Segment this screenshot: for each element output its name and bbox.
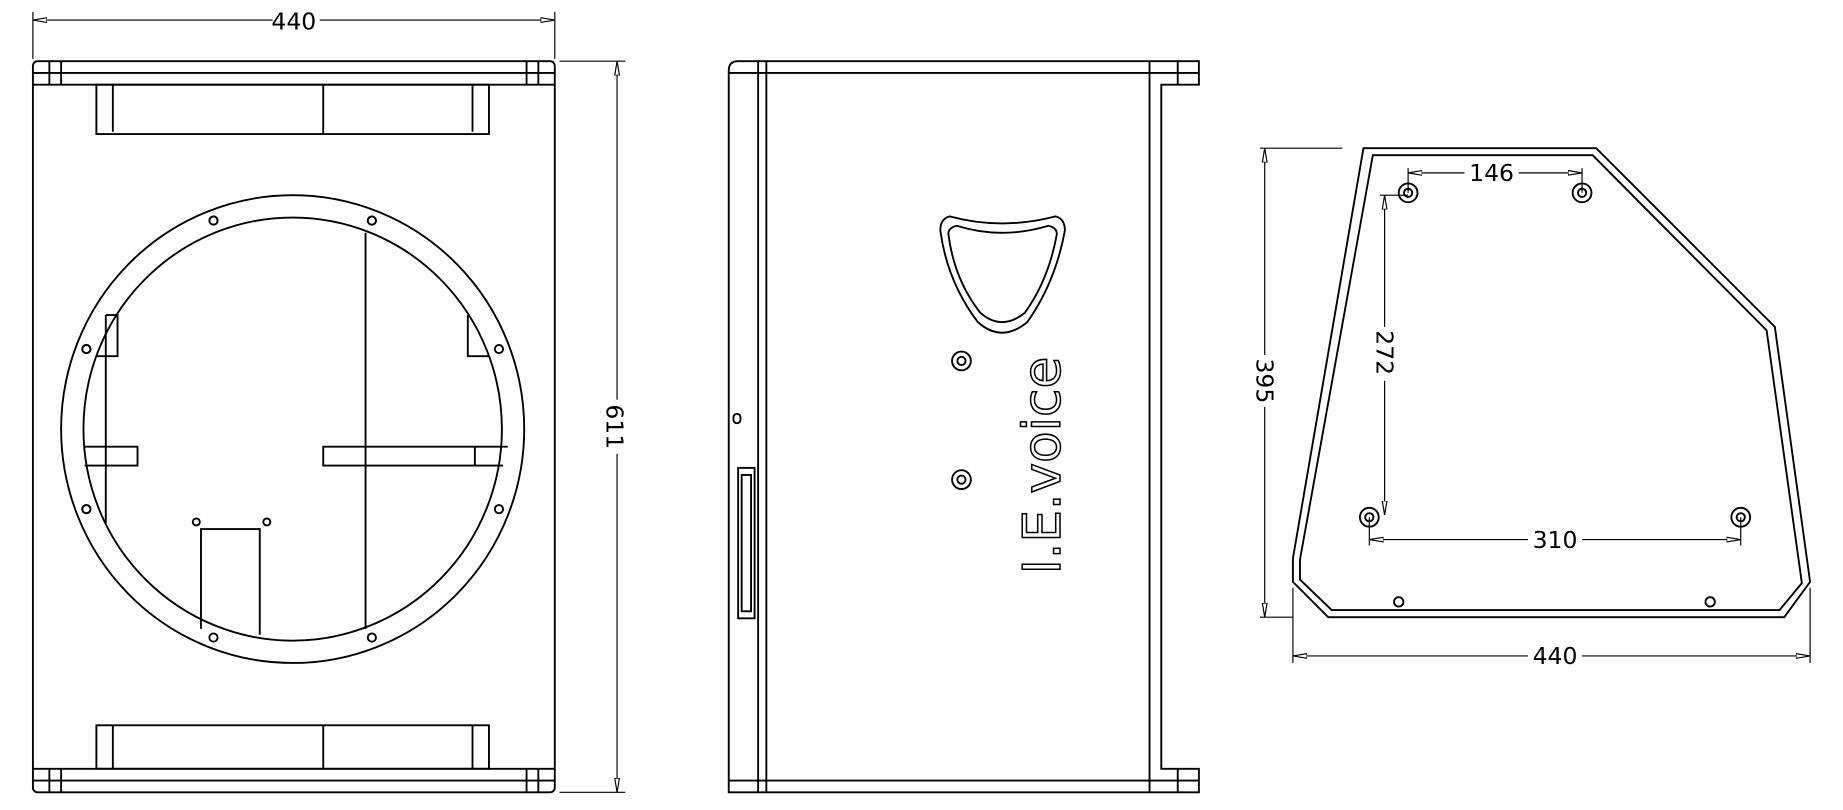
front-view: 440 <box>31 7 633 794</box>
side-handle <box>737 466 756 620</box>
bottom-view: 395 272 146 310 440 <box>1250 147 1812 670</box>
side-slot <box>732 412 742 425</box>
bottom-handle-recess <box>95 724 490 770</box>
hole-spacing-top-label: 146 <box>1469 159 1514 187</box>
woofer-cutout <box>60 194 526 664</box>
bottom-width-label: 440 <box>1533 642 1578 670</box>
brand-logo: I.E.voice <box>1013 357 1073 575</box>
bolt-hole-icon <box>366 215 377 226</box>
bolt-hole-icon <box>208 215 219 226</box>
bolt-hole-icon <box>493 344 505 355</box>
side-view: I.E.voice <box>727 60 1200 794</box>
top-handle-recess <box>95 83 490 136</box>
front-width-label: 440 <box>271 7 316 35</box>
screw-icon <box>951 350 972 372</box>
foot-icon <box>1704 596 1716 608</box>
screw-icon <box>951 469 972 490</box>
bolt-hole-icon <box>208 632 219 643</box>
pole-mount-cutout <box>939 215 1066 334</box>
bolt-hole-icon <box>81 344 92 355</box>
bolt-hole-icon <box>366 632 377 643</box>
depth-label: 395 <box>1250 358 1278 403</box>
bolt-hole-icon <box>493 504 505 515</box>
bottom-panel-outline <box>1291 147 1812 619</box>
side-panel-outline <box>727 60 1200 794</box>
front-panel-outline <box>31 60 556 794</box>
hole-depth-label: 272 <box>1370 330 1398 375</box>
bolt-hole-icon <box>81 504 92 515</box>
hole-spacing-bottom-label: 310 <box>1533 526 1578 554</box>
foot-icon <box>1393 596 1405 608</box>
front-height-label: 611 <box>600 404 628 449</box>
